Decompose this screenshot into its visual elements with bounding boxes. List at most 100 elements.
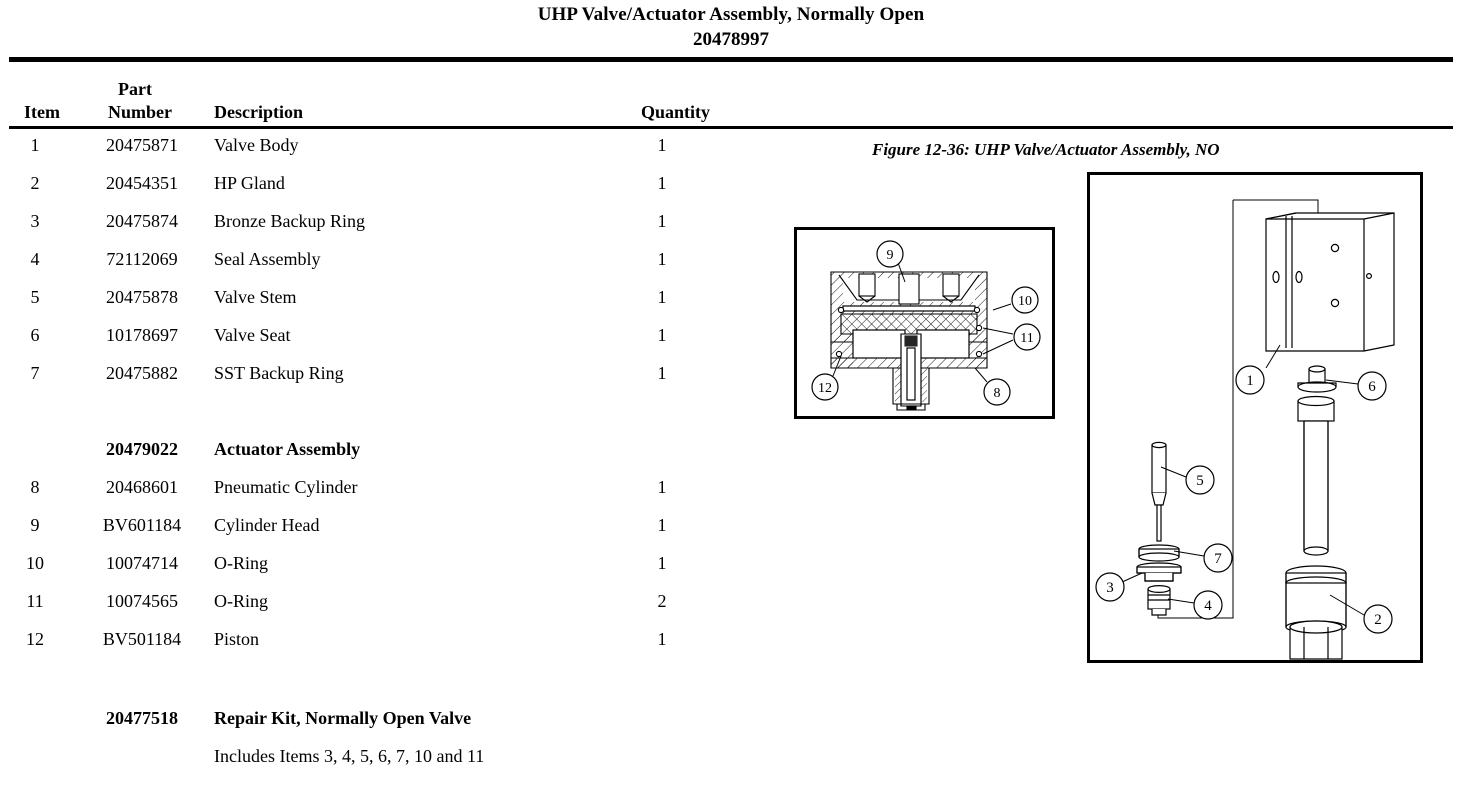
cell-part-number: 10074565: [106, 591, 178, 611]
repair-kit-note-line: Includes Items 3, 4, 5, 6, 7, 10 and 11: [0, 741, 760, 779]
svg-text:2: 2: [1374, 612, 1382, 628]
cell-item: 3: [30, 211, 40, 231]
callout-7: 7: [1203, 543, 1233, 573]
callout-3: 3: [1095, 572, 1125, 602]
cell-quantity: 1: [657, 477, 667, 497]
cell-description: Bronze Backup Ring: [214, 211, 365, 231]
cell-description: Valve Stem: [214, 287, 297, 307]
table-group-row-actuator-assembly: 20479022 Actuator Assembly: [0, 434, 760, 472]
cell-item: 11: [26, 591, 44, 611]
part-seal-assembly: [1147, 585, 1195, 616]
table-row: 10 10074714 O-Ring 1: [0, 548, 760, 586]
cell-part-number: BV601184: [102, 515, 182, 535]
column-header-part-line2: Number: [108, 102, 172, 122]
cell-part-number: BV501184: [102, 629, 182, 649]
cell-quantity: 1: [657, 287, 667, 307]
table-row: 5 20475878 Valve Stem 1: [0, 282, 760, 320]
svg-text:1: 1: [1246, 373, 1254, 389]
rule-top: [9, 57, 1453, 62]
cell-description: SST Backup Ring: [214, 363, 344, 383]
column-header-description: Description: [214, 102, 303, 122]
table-row: 1 20475871 Valve Body 1: [0, 130, 760, 168]
cell-part-number: 20479022: [106, 439, 178, 459]
cell-part-number: 20454351: [106, 173, 178, 193]
table-row: 7 20475882 SST Backup Ring 1: [0, 358, 760, 396]
callout-6: 6: [1357, 371, 1387, 401]
part-valve-body: [1265, 212, 1395, 369]
callout-1: 1: [1235, 365, 1265, 395]
table-row: 12 BV501184 Piston 1: [0, 624, 760, 662]
part-valve-seat: [1297, 365, 1359, 393]
table-row: 4 72112069 Seal Assembly 1: [0, 244, 760, 282]
table-row: 11 10074565 O-Ring 2: [0, 586, 760, 624]
callout-10: 10: [1011, 286, 1039, 314]
repair-kit-part-number: 20477518: [106, 708, 178, 728]
cell-quantity: 1: [657, 515, 667, 535]
svg-text:7: 7: [1214, 551, 1222, 567]
cell-description: Seal Assembly: [214, 249, 321, 269]
cell-part-number: 20475878: [106, 287, 178, 307]
table-body: 1 20475871 Valve Body 1 2 20454351 HP Gl…: [0, 130, 760, 662]
callout-2: 2: [1363, 604, 1393, 634]
cell-description: O-Ring: [214, 553, 268, 573]
cell-quantity: 2: [657, 591, 667, 611]
column-header-part-line1: Part: [118, 79, 152, 99]
part-cylinder-rod: [1297, 395, 1335, 556]
callout-11: 11: [1013, 323, 1041, 351]
table-row: 3 20475874 Bronze Backup Ring 1: [0, 206, 760, 244]
svg-text:4: 4: [1204, 598, 1212, 614]
table-row: 9 BV601184 Cylinder Head 1: [0, 510, 760, 548]
column-header-quantity: Quantity: [641, 102, 711, 122]
callout-9: 9: [876, 240, 904, 268]
repair-kit-note: Includes Items 3, 4, 5, 6, 7, 10 and 11: [214, 746, 485, 766]
callout-5: 5: [1185, 465, 1215, 495]
svg-text:12: 12: [818, 381, 832, 396]
svg-text:11: 11: [1020, 331, 1033, 346]
page-title: UHP Valve/Actuator Assembly, Normally Op…: [537, 4, 925, 25]
svg-text:5: 5: [1196, 473, 1204, 489]
cell-item: 12: [26, 629, 44, 649]
cell-part-number: 20475882: [106, 363, 178, 383]
cell-quantity: 1: [657, 173, 667, 193]
parts-table: Item Part Number Description Quantity 1 …: [0, 72, 760, 662]
part-bronze-backup-ring: [1119, 562, 1182, 584]
section-view-drawing: 9 10 11 12 8: [811, 240, 1041, 411]
cell-part-number: 72112069: [106, 249, 178, 269]
cell-item: 8: [30, 477, 40, 497]
cell-item: 6: [30, 325, 40, 345]
table-header-row: Item Part Number Description Quantity: [0, 72, 760, 126]
callout-12: 12: [811, 373, 839, 401]
table-row: 2 20454351 HP Gland 1: [0, 168, 760, 206]
cell-item: 10: [26, 553, 44, 573]
figure-caption: Figure 12-36: UHP Valve/Actuator Assembl…: [872, 140, 1220, 159]
table-row: 8 20468601 Pneumatic Cylinder 1: [0, 472, 760, 510]
svg-text:6: 6: [1368, 379, 1376, 395]
cell-item: 4: [30, 249, 40, 269]
callout-8: 8: [983, 378, 1011, 406]
cell-part-number: 10178697: [106, 325, 178, 345]
cell-description: HP Gland: [214, 173, 285, 193]
part-sst-backup-ring: [1138, 544, 1205, 562]
cell-description: Cylinder Head: [214, 515, 320, 535]
svg-text:3: 3: [1106, 580, 1114, 596]
cell-part-number: 20475871: [106, 135, 178, 155]
figure-exploded-view: 1 6 5 7 3 4 2: [1087, 172, 1423, 663]
cell-item: 2: [30, 173, 40, 193]
part-valve-stem: [1151, 441, 1187, 542]
cell-quantity: 1: [657, 629, 667, 649]
cell-part-number: 20475874: [106, 211, 178, 231]
cell-part-number: 10074714: [106, 553, 178, 573]
cell-part-number: 20468601: [106, 477, 178, 497]
cell-description: Valve Seat: [214, 325, 291, 345]
repair-kit-title-line: 20477518 Repair Kit, Normally Open Valve: [0, 703, 760, 741]
svg-text:8: 8: [994, 386, 1001, 401]
part-hp-gland: [1285, 565, 1365, 660]
rule-header-underline: [9, 126, 1453, 129]
cell-quantity: 1: [657, 211, 667, 231]
cell-item: 7: [30, 363, 40, 383]
cell-item: 1: [30, 135, 40, 155]
figure-section-view: 9 10 11 12 8: [794, 227, 1055, 419]
cell-quantity: 1: [657, 553, 667, 573]
svg-text:10: 10: [1018, 294, 1032, 309]
cell-quantity: 1: [657, 363, 667, 383]
